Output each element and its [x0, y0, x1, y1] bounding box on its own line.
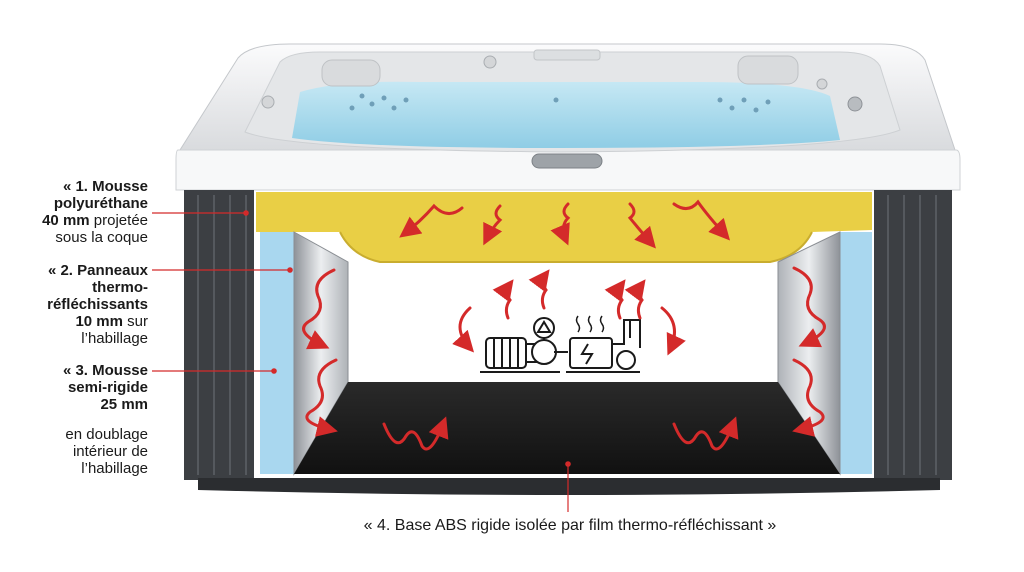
label-2-rest: sur l’habillage — [81, 313, 148, 347]
abs-base — [294, 382, 840, 474]
headrest-left — [321, 59, 381, 87]
control-panel — [531, 153, 603, 169]
label-3-rest: en doublage intérieur de l’habillage — [65, 426, 148, 477]
pump-icon — [480, 317, 568, 373]
label-semi-rigid-foam: « 3. Mousse semi-rigide 25 mm — [6, 362, 148, 413]
spa-shell — [175, 43, 961, 191]
heat-arrows — [302, 199, 826, 451]
label-3-bold: « 3. Mousse semi-rigide 25 mm — [62, 362, 148, 413]
label-polyurethane-foam: « 1. Mousse polyuréthane 40 mm projetée … — [6, 178, 148, 246]
heater-icon — [566, 315, 641, 373]
label-semi-rigid-foam-desc: en doublage intérieur de l’habillage — [6, 426, 148, 477]
leader-lines — [152, 210, 571, 512]
headrest-right — [737, 55, 799, 85]
label-1-rest: projetée sous la coque — [55, 212, 148, 246]
label-abs-base: « 4. Base ABS rigide isolée par film the… — [363, 517, 777, 534]
foam-semi-rigid-left — [260, 232, 294, 474]
water — [292, 81, 840, 148]
label-1-bold: « 1. Mousse polyuréthane 40 mm — [42, 178, 148, 229]
foam-semi-rigid-right — [840, 232, 872, 474]
label-2-bold: « 2. Panneaux thermo- réfléchissants 10 … — [47, 262, 148, 330]
cabinet — [184, 190, 952, 495]
label-reflective-panels: « 2. Panneaux thermo- réfléchissants 10 … — [6, 262, 148, 347]
